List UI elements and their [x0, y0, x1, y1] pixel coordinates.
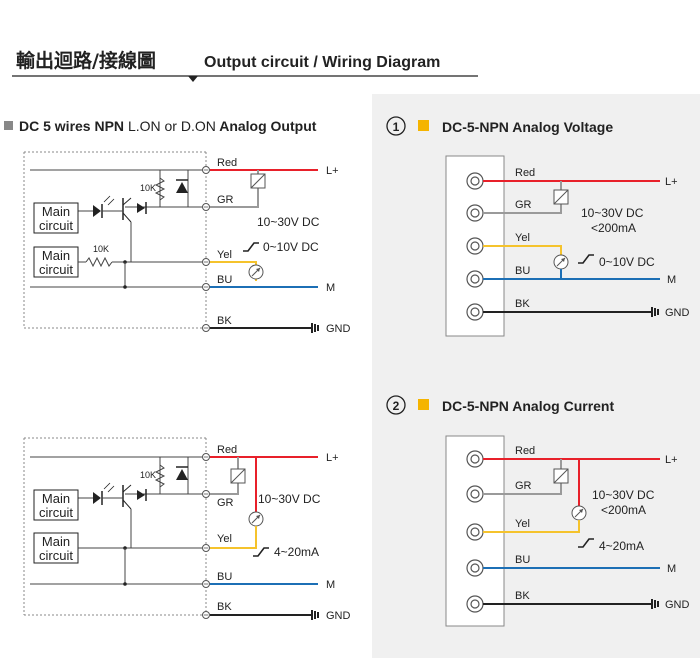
- circled-number-2-icon: [386, 395, 406, 415]
- orange-square-icon-2: [418, 399, 429, 410]
- label-bk-2: BK: [217, 601, 232, 613]
- res-10k-label-2: 10K: [93, 244, 109, 254]
- main-circuit-1-line2: circuit: [39, 218, 73, 233]
- panel2-number: 2: [393, 399, 400, 413]
- left-section-header: DC 5 wires NPN L.ON or D.ON Analog Outpu…: [4, 118, 317, 134]
- p1-label-yel: Yel: [515, 232, 530, 244]
- p2-label-analog-i: 4~20mA: [599, 539, 644, 553]
- label-bk: BK: [217, 315, 232, 327]
- p1-label-supply: 10~30V DC: [581, 206, 644, 220]
- p2-label-yel: Yel: [515, 518, 530, 530]
- left-header-text-b: L.ON or D.ON: [128, 118, 216, 134]
- title-english: Output circuit / Wiring Diagram: [204, 54, 440, 71]
- label-red: Red: [217, 157, 237, 169]
- p1-label-gr: GR: [515, 199, 532, 211]
- label-supply: 10~30V DC: [257, 215, 320, 229]
- p1-label-red: Red: [515, 167, 535, 179]
- p1-label-bu: BU: [515, 265, 530, 277]
- left-circuit-current: 10K Main circuit Main circuit Red L+: [23, 437, 351, 622]
- right-panel-voltage: 1 DC-5-NPN Analog Voltage Red L+ GR 10~3…: [386, 116, 690, 337]
- panel1-number: 1: [393, 120, 400, 134]
- orange-square-icon-1: [418, 120, 429, 131]
- right-panel-current: 2 DC-5-NPN Analog Current Red L+ GR Yel …: [386, 395, 690, 627]
- label-gnd: GND: [326, 323, 351, 335]
- label-red-2: Red: [217, 444, 237, 456]
- p1-label-gnd: GND: [665, 307, 690, 319]
- p2-label-m: M: [667, 563, 676, 575]
- p2-label-red: Red: [515, 445, 535, 457]
- circled-number-1-icon: [386, 116, 406, 136]
- p1-label-analog-v: 0~10V DC: [599, 255, 655, 269]
- main-circuit-2-line2: circuit: [39, 262, 73, 277]
- label-bu: BU: [217, 274, 232, 286]
- label-yel: Yel: [217, 249, 232, 261]
- p2-label-gnd: GND: [665, 599, 690, 611]
- p1-label-supply-ma: <200mA: [591, 221, 636, 235]
- main-circuit-4-line1: Main: [42, 534, 70, 549]
- panel2-title: DC-5-NPN Analog Current: [442, 398, 614, 414]
- left-header-text-c: Analog Output: [216, 118, 317, 134]
- label-analog-i: 4~20mA: [274, 545, 319, 559]
- wire-gray: [210, 188, 259, 208]
- main-circuit-box-1: [33, 202, 79, 234]
- p1-label-bk: BK: [515, 298, 530, 310]
- left-header-text-a: DC 5 wires NPN: [19, 118, 128, 134]
- label-m: M: [326, 282, 335, 294]
- res-10k-label: 10K: [140, 183, 156, 193]
- res-10k-label-3: 10K: [140, 470, 156, 480]
- svg-text:DC 5 wires NPN L.ON or D.ON: DC 5 wires NPN L.ON or D.ON Analog Outpu…: [19, 118, 317, 134]
- p2-label-bk: BK: [515, 590, 530, 602]
- page-header: 輸出迴路/接線圖 Output circuit / Wiring Diagram: [12, 49, 478, 82]
- left-circuit-voltage: 10K Main circuit Main circuit 10K: [23, 151, 351, 335]
- main-circuit-box-3: [33, 489, 79, 521]
- main-circuit-1-line1: Main: [42, 204, 70, 219]
- label-l-plus: L+: [326, 165, 339, 177]
- panel1-title: DC-5-NPN Analog Voltage: [442, 119, 613, 135]
- wire-gray-2: [210, 483, 239, 495]
- label-analog-v: 0~10V DC: [263, 240, 319, 254]
- main-circuit-3-line2: circuit: [39, 505, 73, 520]
- gray-square-icon: [4, 121, 13, 130]
- main-circuit-4-line2: circuit: [39, 548, 73, 563]
- label-bu-2: BU: [217, 571, 232, 583]
- title-chinese: 輸出迴路/接線圖: [16, 49, 156, 72]
- p2-label-supply-ma: <200mA: [601, 503, 646, 517]
- p2-label-gr: GR: [515, 480, 532, 492]
- label-supply-2: 10~30V DC: [258, 492, 321, 506]
- main-circuit-box-4: [33, 532, 79, 564]
- label-gnd-2: GND: [326, 610, 351, 622]
- label-gr-2: GR: [217, 497, 234, 509]
- label-l-plus-2: L+: [326, 452, 339, 464]
- label-gr: GR: [217, 194, 234, 206]
- p2-label-bu: BU: [515, 554, 530, 566]
- main-circuit-2-line1: Main: [42, 248, 70, 263]
- header-pointer-icon: [188, 76, 198, 82]
- wire-yellow-2: [210, 526, 257, 549]
- right-panel-background: [372, 94, 700, 658]
- p2-label-supply: 10~30V DC: [592, 488, 655, 502]
- p2-label-l-plus: L+: [665, 454, 678, 466]
- label-yel-2: Yel: [217, 533, 232, 545]
- p1-label-m: M: [667, 274, 676, 286]
- main-circuit-3-line1: Main: [42, 491, 70, 506]
- p1-label-l-plus: L+: [665, 176, 678, 188]
- label-m-2: M: [326, 579, 335, 591]
